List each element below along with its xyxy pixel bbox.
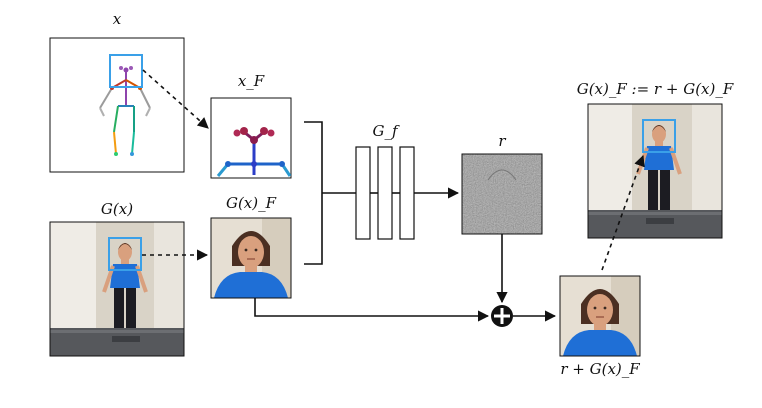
label-r: r bbox=[498, 132, 506, 150]
output-photo bbox=[587, 103, 723, 239]
output-crop-box bbox=[642, 119, 676, 153]
connectors bbox=[142, 69, 645, 322]
input-bracket bbox=[304, 121, 323, 265]
residual-map bbox=[461, 153, 543, 235]
generator-block-1 bbox=[355, 146, 371, 240]
label-g-f: G_f bbox=[372, 122, 399, 140]
label-sum: r + G(x)_F bbox=[560, 360, 640, 378]
person-crop-box bbox=[108, 237, 142, 271]
pose-crop-box bbox=[109, 54, 143, 88]
arrow-face-to-sum bbox=[254, 298, 490, 322]
pose-skeleton-icon bbox=[99, 66, 151, 156]
generator-block-2 bbox=[377, 146, 393, 240]
label-output-title: G(x)_F := r + G(x)_F bbox=[577, 80, 734, 98]
sum-result-photo bbox=[559, 275, 641, 357]
sum-circle-icon bbox=[491, 305, 513, 327]
person-photo bbox=[49, 221, 185, 357]
generator-block-3 bbox=[399, 146, 415, 240]
label-x: x bbox=[113, 10, 122, 28]
label-g-x-f: G(x)_F bbox=[226, 194, 277, 212]
label-x-f: x_F bbox=[238, 72, 265, 90]
pose-skeleton-image bbox=[49, 37, 185, 173]
arrow-pose-crop bbox=[142, 69, 209, 129]
label-g-x: G(x) bbox=[101, 200, 133, 218]
face-photo bbox=[210, 217, 292, 299]
generator-gf bbox=[355, 146, 415, 240]
face-pose-crop bbox=[210, 97, 292, 179]
face-pose-icon bbox=[216, 127, 292, 177]
